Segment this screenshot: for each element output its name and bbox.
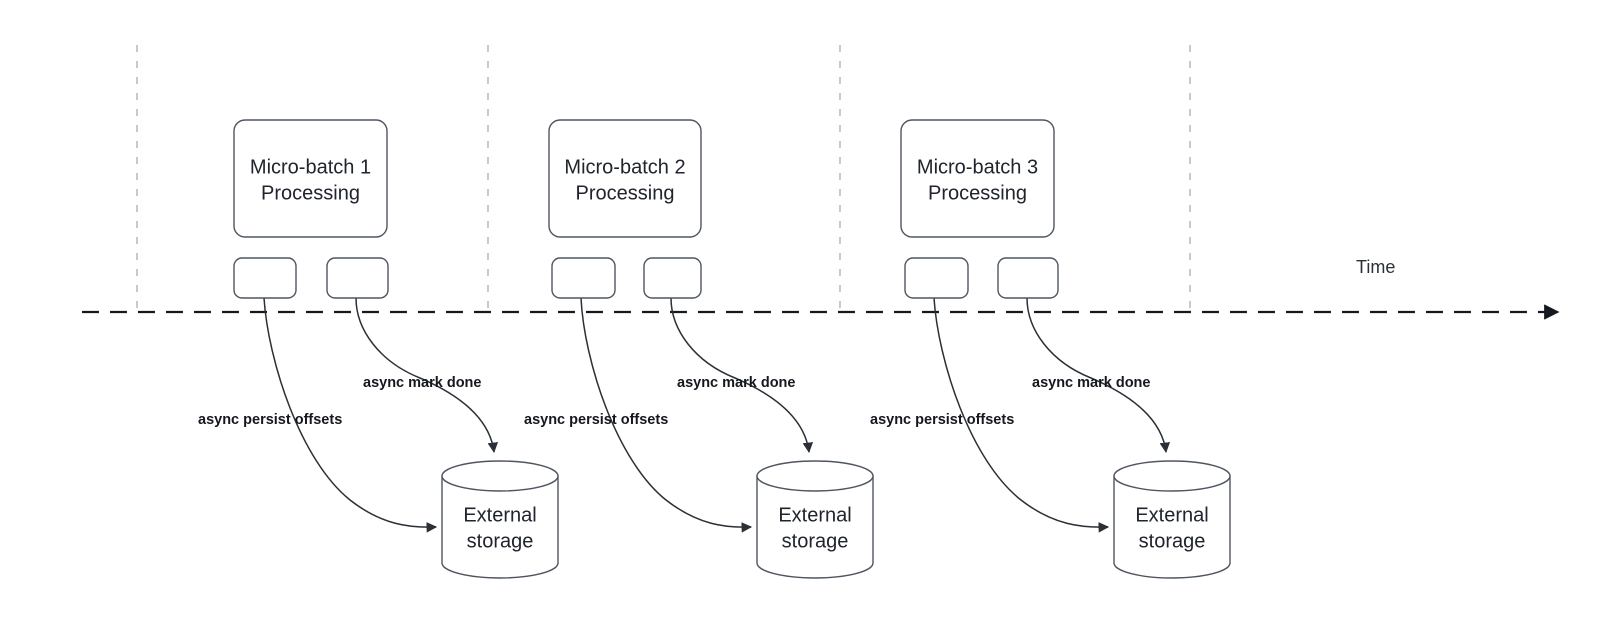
timeline-axis-layer: Time bbox=[82, 257, 1560, 320]
edge-async-mark-done bbox=[1026, 297, 1171, 454]
external-storage-label-line2: storage bbox=[467, 531, 534, 553]
edge-label-async-persist-offsets: async persist offsets bbox=[870, 412, 1014, 428]
external-storage-cylinder-body[interactable] bbox=[441, 475, 559, 579]
external-storage-cylinder-top bbox=[441, 460, 559, 492]
micro-batch-groups-layer: async persist offsets async mark done Micr… bbox=[198, 119, 1231, 579]
micro-batch-box-label-line2: Processing bbox=[261, 183, 360, 205]
micro-batch-box[interactable] bbox=[548, 119, 702, 238]
edge-async-mark-done bbox=[355, 297, 499, 454]
edge-async-persist-offsets bbox=[263, 297, 438, 533]
micro-batch-box-label-line1: Micro-batch 1 bbox=[250, 157, 371, 179]
guide-lines-layer bbox=[136, 45, 1191, 312]
micro-batch-box-label-line1: Micro-batch 3 bbox=[917, 157, 1038, 179]
external-storage-label-line1: External bbox=[778, 505, 851, 527]
external-storage-cylinder-top bbox=[756, 460, 874, 492]
time-axis-label: Time bbox=[1356, 257, 1395, 277]
external-storage-label-line2: storage bbox=[782, 531, 849, 553]
external-storage-cylinder-top bbox=[1113, 460, 1231, 492]
group-1: async persist offsets async mark done Micr… bbox=[198, 119, 559, 579]
external-storage-label-line1: External bbox=[463, 505, 536, 527]
edge-label-async-mark-done: async mark done bbox=[677, 375, 795, 391]
external-storage-label-line1: External bbox=[1135, 505, 1208, 527]
micro-batch-box-label-line1: Micro-batch 2 bbox=[564, 157, 685, 179]
micro-batch-box-label-line2: Processing bbox=[576, 183, 675, 205]
external-storage-label-line2: storage bbox=[1139, 531, 1206, 553]
micro-batch-box[interactable] bbox=[233, 119, 388, 238]
task-box-persist-offsets-task[interactable] bbox=[904, 257, 969, 299]
task-box-persist-offsets-task[interactable] bbox=[551, 257, 616, 299]
edge-label-async-persist-offsets: async persist offsets bbox=[198, 412, 342, 428]
task-box-persist-offsets-task[interactable] bbox=[233, 257, 297, 299]
edge-label-async-mark-done: async mark done bbox=[1032, 375, 1150, 391]
task-box-mark-done-task[interactable] bbox=[326, 257, 389, 299]
edge-async-mark-done bbox=[670, 297, 814, 454]
task-box-mark-done-task[interactable] bbox=[643, 257, 702, 299]
edge-label-async-mark-done: async mark done bbox=[363, 375, 481, 391]
external-storage-cylinder-body[interactable] bbox=[1113, 475, 1231, 579]
group-3: async persist offsets async mark done Micr… bbox=[870, 119, 1231, 579]
micro-batch-box[interactable] bbox=[900, 119, 1055, 238]
task-box-mark-done-task[interactable] bbox=[997, 257, 1059, 299]
edge-async-persist-offsets bbox=[933, 297, 1110, 533]
external-storage-cylinder-body[interactable] bbox=[756, 475, 874, 579]
edge-label-async-persist-offsets: async persist offsets bbox=[524, 412, 668, 428]
micro-batch-box-label-line2: Processing bbox=[928, 183, 1027, 205]
edge-async-persist-offsets bbox=[580, 297, 753, 533]
group-2: async persist offsets async mark done Micr… bbox=[524, 119, 874, 579]
